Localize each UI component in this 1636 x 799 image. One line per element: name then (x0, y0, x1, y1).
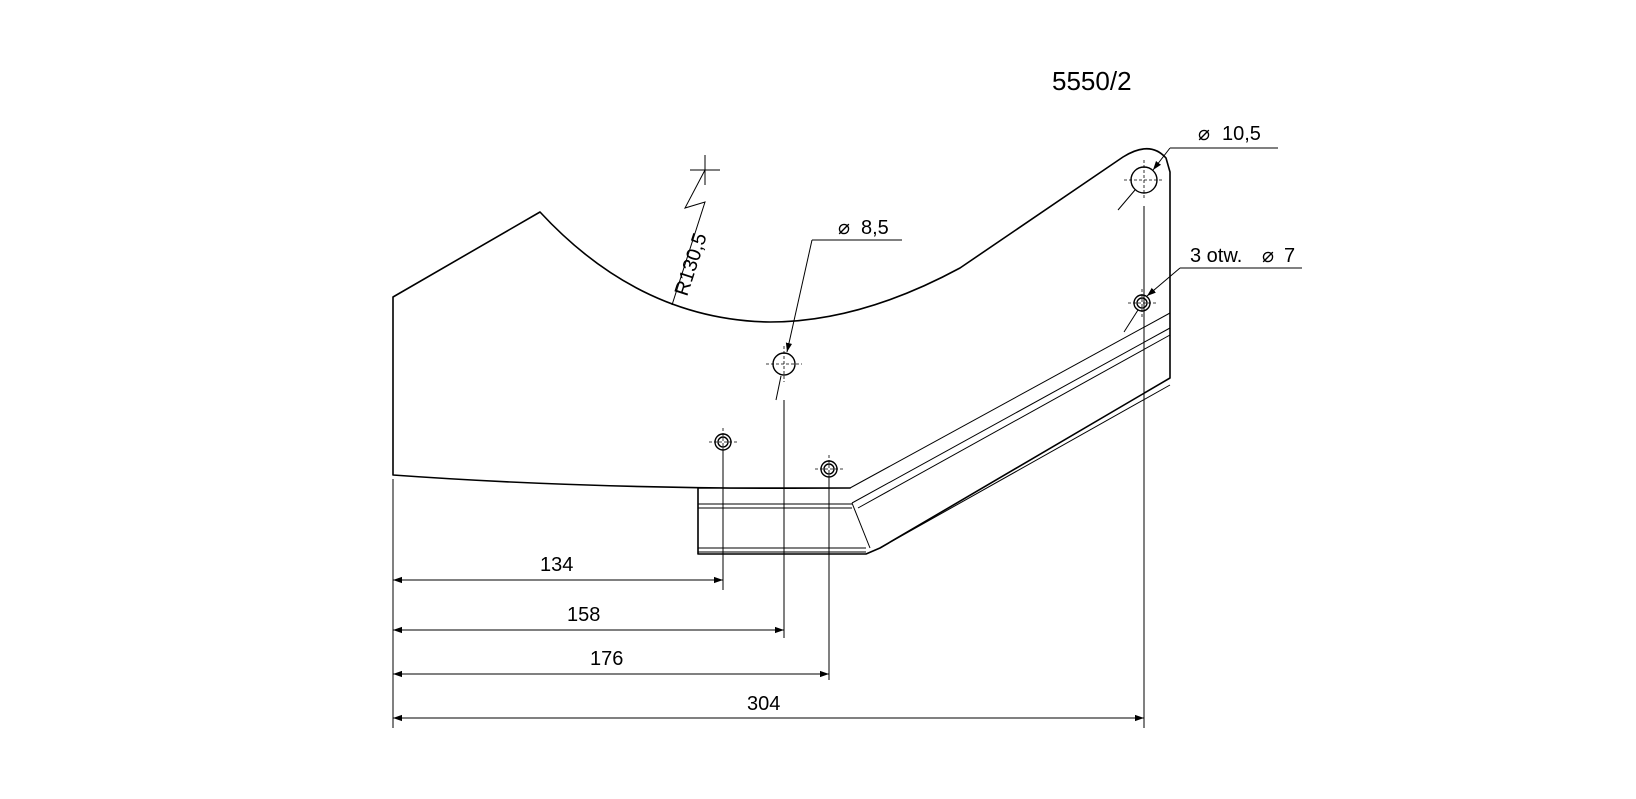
flange-bend-line (851, 502, 871, 549)
hole-label-small: 7 (1284, 245, 1295, 267)
dimension-label-134: 134 (540, 554, 573, 576)
diameter-symbol-large: ⌀ (1198, 123, 1210, 145)
radius-label: R130,5 (671, 230, 712, 298)
extension-lines (392, 206, 1145, 728)
hole-large (1124, 160, 1164, 200)
part-body (392, 147, 1171, 555)
diameter-symbol-small: ⌀ (1262, 245, 1274, 267)
dimension-304: 304 (393, 693, 1144, 722)
radius-callout: R130,5 (671, 155, 720, 306)
flange-line-inner-2 (857, 334, 1171, 509)
dimension-158: 158 (393, 604, 784, 634)
dimension-label-158: 158 (567, 604, 600, 626)
leader-medium-hole: ⌀ 8,5 (775, 217, 902, 401)
dimension-176: 176 (393, 648, 829, 678)
hole-small-3 (815, 455, 843, 483)
hole-label-large: 10,5 (1222, 123, 1261, 145)
part-outline (392, 147, 1171, 555)
leader-small-holes: 3 otw. ⌀ 7 (1123, 245, 1302, 333)
leader-large-hole: ⌀ 10,5 (1117, 123, 1278, 211)
dimension-134: 134 (393, 554, 723, 584)
drawing-number: 5550/2 (1052, 66, 1132, 96)
flange-line-inner-1 (851, 327, 1171, 504)
flange-line-outer (849, 312, 1171, 489)
hole-small-1 (1128, 289, 1156, 317)
hole-label-medium: 8,5 (861, 217, 889, 239)
diameter-symbol-medium: ⌀ (838, 217, 850, 239)
flange-bottom-line (879, 384, 1171, 549)
small-holes-count: 3 otw. (1190, 245, 1242, 267)
dimension-label-304: 304 (747, 693, 780, 715)
hole-medium (766, 346, 802, 382)
dimension-label-176: 176 (590, 648, 623, 670)
